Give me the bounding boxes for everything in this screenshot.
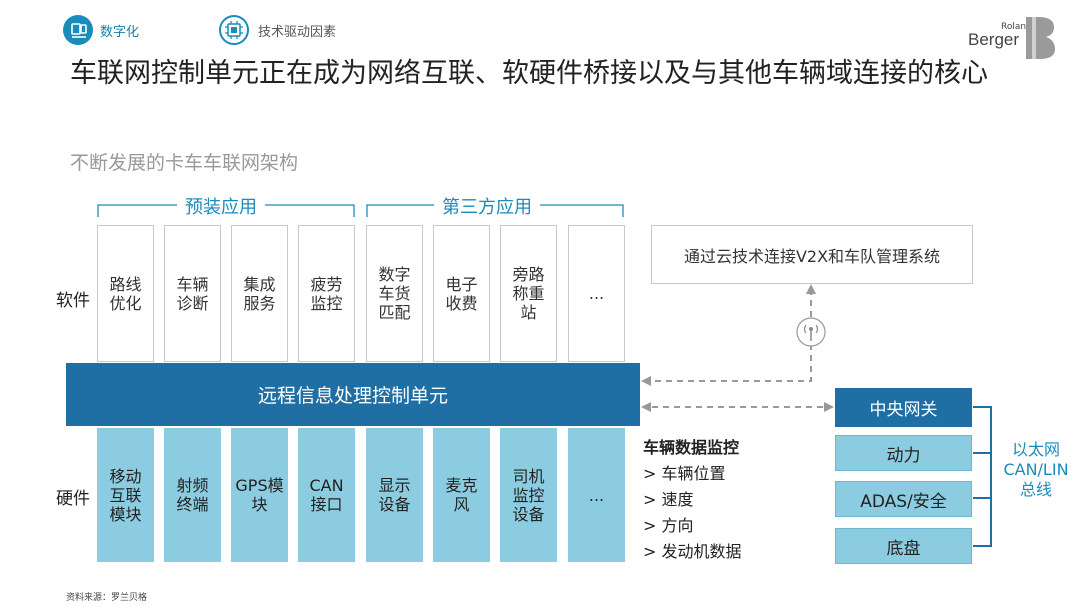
software-app-more: ... (568, 225, 625, 362)
page-subtitle: 不断发展的卡车车联网架构 (70, 152, 299, 174)
software-app-integrated-services: 集成服务 (231, 225, 288, 362)
hardware-label: 显示设备 (378, 476, 411, 514)
software-app-label: 车辆诊断 (176, 274, 209, 313)
hardware-label: 移动互联模块 (109, 466, 142, 524)
bus-line: CAN/LIN (1003, 460, 1069, 479)
page-title: 车联网控制单元正在成为网络互联、软硬件桥接以及与其他车辆域连接的核心 (70, 58, 988, 89)
domain-powertrain: 动力 (835, 435, 972, 471)
software-app-label: ... (588, 284, 605, 303)
source-note: 资料来源：罗兰贝格 (66, 593, 148, 603)
logo-roland-text: Roland (1001, 22, 1032, 32)
chip-icon (219, 15, 249, 45)
telematics-control-unit: 远程信息处理控制单元 (66, 363, 640, 426)
hardware-label: 麦克风 (445, 476, 478, 514)
row-label-hardware: 硬件 (56, 489, 90, 509)
monitor-item: > 车辆位置 (643, 464, 726, 483)
software-app-fatigue-monitoring: 疲劳监控 (298, 225, 355, 362)
software-app-label: 数字车货匹配 (378, 265, 411, 322)
hardware-rf-terminal: 射频终端 (164, 428, 221, 562)
software-app-vehicle-diagnostics: 车辆诊断 (164, 225, 221, 362)
hardware-can-interface: CAN接口 (298, 428, 355, 562)
software-app-etc: 电子收费 (433, 225, 490, 362)
vehicle-data-monitoring: 车辆数据监控 > 车辆位置 > 速度 > 方向 > 发动机数据 (643, 435, 742, 565)
software-app-label: 集成服务 (243, 274, 276, 313)
monitor-item: > 发动机数据 (643, 542, 742, 561)
monitor-title: 车辆数据监控 (643, 438, 740, 457)
software-app-label: 疲劳监控 (310, 274, 343, 313)
bus-label: 以太网 CAN/LIN 总线 (998, 440, 1074, 500)
group-label-third-party: 第三方应用 (434, 193, 540, 219)
roland-berger-logo-icon (1026, 17, 1055, 59)
monitor-item: > 速度 (643, 490, 694, 509)
antenna-icon (796, 317, 826, 347)
hardware-label: 射频终端 (176, 476, 209, 514)
software-app-route-optimization: 路线优化 (97, 225, 154, 362)
bus-line: 以太网 (1011, 440, 1060, 459)
software-app-weigh-station: 旁路称重站 (500, 225, 557, 362)
hardware-label: CAN接口 (309, 476, 344, 514)
hardware-driver-monitor: 司机监控设备 (500, 428, 557, 562)
logo-berger-text: Berger (968, 30, 1020, 49)
hardware-microphone: 麦克风 (433, 428, 490, 562)
central-gateway: 中央网关 (835, 388, 972, 427)
bus-line: 总线 (1019, 480, 1052, 499)
software-app-label: 路线优化 (109, 274, 142, 313)
header-tag-tech-drivers: 技术驱动因素 (258, 25, 337, 40)
hardware-more: ... (568, 428, 625, 562)
group-label-preinstalled: 预装应用 (177, 193, 265, 219)
hardware-gps-module: GPS模块 (231, 428, 288, 562)
hardware-label: ... (588, 485, 605, 505)
software-app-label: 旁路称重站 (512, 265, 545, 322)
software-app-freight-matching: 数字车货匹配 (366, 225, 423, 362)
header-tag-digital: 数字化 (100, 25, 140, 40)
hardware-label: 司机监控设备 (512, 466, 545, 524)
hardware-mobile-module: 移动互联模块 (97, 428, 154, 562)
digital-icon (63, 15, 93, 45)
monitor-item: > 方向 (643, 516, 694, 535)
domain-adas-safety: ADAS/安全 (835, 481, 972, 517)
software-app-label: 电子收费 (445, 274, 478, 313)
domain-chassis: 底盘 (835, 528, 972, 564)
hardware-display: 显示设备 (366, 428, 423, 562)
hardware-label: GPS模块 (235, 476, 284, 514)
row-label-software: 软件 (56, 291, 90, 311)
v2x-cloud-box: 通过云技术连接V2X和车队管理系统 (651, 225, 973, 284)
